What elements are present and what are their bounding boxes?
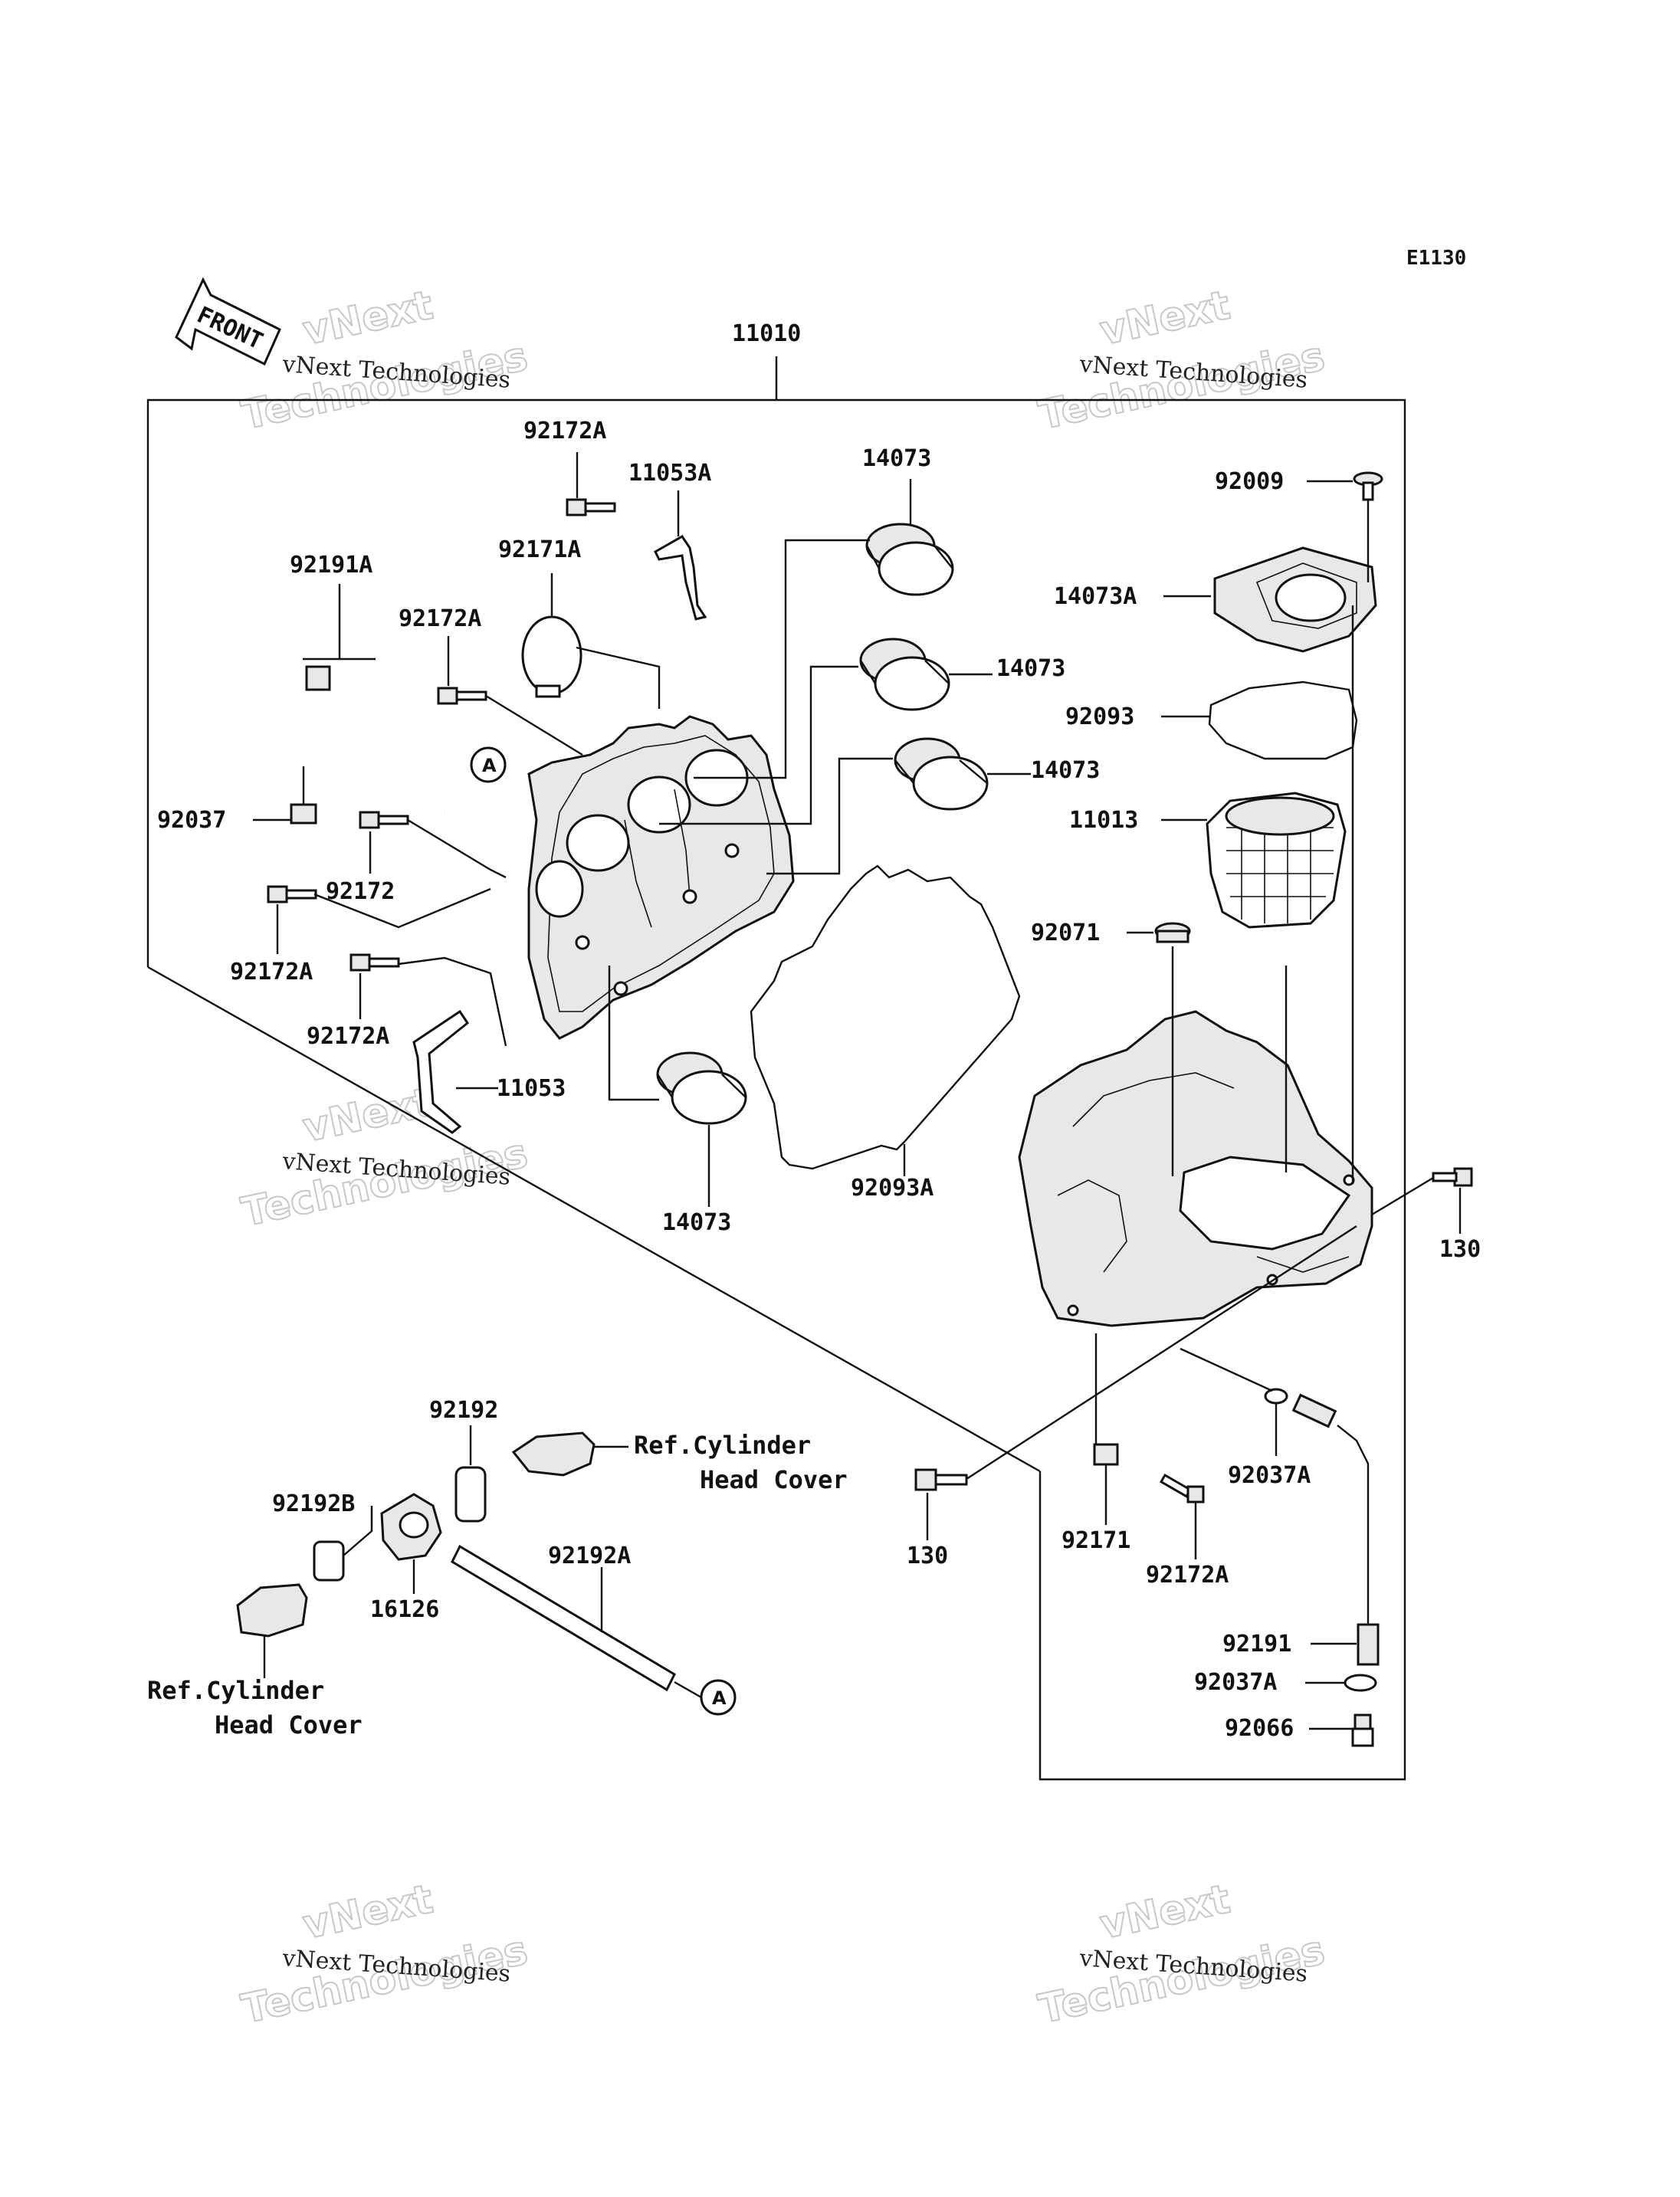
svg-text:A: A (482, 755, 497, 776)
svg-text:vNext: vNext (299, 282, 437, 354)
duct-14073-c (894, 737, 989, 811)
valve-16126 (380, 1493, 442, 1561)
svg-text:vNext: vNext (299, 1079, 437, 1151)
ref-right-line2: Head Cover (700, 1465, 848, 1494)
label-92172a-top: 92172A (523, 418, 606, 444)
label-16126: 16126 (370, 1596, 439, 1623)
label-92191: 92191 (1222, 1631, 1291, 1658)
bolt-92172 (359, 811, 409, 829)
leader-lines (253, 452, 1462, 1730)
assembly-frame (146, 356, 1406, 1781)
label-92009: 92009 (1215, 468, 1284, 495)
label-92172a-2: 92172A (399, 605, 481, 632)
bracket-11053a (654, 535, 707, 621)
filter-element-11013 (1206, 792, 1347, 929)
label-92066: 92066 (1225, 1715, 1294, 1742)
label-14073-top: 14073 (862, 445, 931, 472)
air-box-housing (1018, 1010, 1373, 1327)
label-92191a: 92191A (290, 552, 372, 579)
label-92093a: 92093A (851, 1175, 934, 1202)
ref-left-line1: Ref.Cylinder (147, 1676, 324, 1705)
svg-text:vNext: vNext (299, 1876, 437, 1948)
watermark-bottom-right: vNext Technologies vNext Technologies (1034, 1875, 1329, 2033)
hose-92192b (313, 1540, 345, 1582)
label-92037a-1: 92037A (1228, 1462, 1311, 1489)
label-92171: 92171 (1061, 1527, 1130, 1554)
bolt-92172a-3 (267, 885, 317, 903)
svg-text:vNext: vNext (1096, 1876, 1234, 1948)
clip-92037 (290, 803, 317, 825)
label-11010: 11010 (732, 320, 801, 347)
label-14073-4: 14073 (662, 1209, 731, 1236)
bolt-92172a-5 (1159, 1473, 1205, 1503)
label-92037a-2: 92037A (1194, 1669, 1277, 1696)
air-cleaner-cover (527, 715, 795, 1040)
clip-92037a-2 (1344, 1674, 1377, 1692)
label-11013: 11013 (1069, 807, 1138, 834)
bolt-130-bottom (914, 1468, 968, 1491)
label-92172a-4: 92172A (307, 1023, 389, 1050)
bolt-92172a-4 (349, 953, 400, 972)
grommet-92071 (1154, 922, 1191, 943)
cover-gasket (750, 864, 1021, 1170)
clamp-92171 (1093, 1443, 1119, 1466)
ref-part-right (511, 1431, 596, 1477)
label-14073a: 14073A (1054, 583, 1137, 610)
watermark-mid-left: vNext Technologies vNext Technologies (237, 1078, 532, 1236)
hose-92192 (454, 1466, 487, 1523)
bolt-92172a-top (566, 498, 616, 516)
ref-left-line2: Head Cover (215, 1710, 363, 1740)
hose-92192a (451, 1544, 676, 1692)
plug-92066 (1351, 1713, 1374, 1747)
label-92192a: 92192A (548, 1543, 631, 1569)
label-92192: 92192 (429, 1397, 498, 1424)
label-11053a: 11053A (628, 460, 711, 487)
ref-part-left (236, 1583, 308, 1638)
callout-a-bottom: A (700, 1679, 737, 1716)
label-92172: 92172 (326, 878, 395, 905)
gasket-92093 (1208, 680, 1358, 760)
callout-a-top: A (470, 746, 507, 783)
label-14073-2: 14073 (996, 655, 1065, 682)
label-130-right: 130 (1439, 1236, 1481, 1263)
diagram-code: E1130 (1406, 247, 1466, 270)
label-92172a-5: 92172A (1146, 1562, 1229, 1589)
label-92071: 92071 (1031, 920, 1100, 946)
label-92172a-3: 92172A (230, 959, 313, 985)
front-arrow-icon: FRONT (175, 277, 281, 366)
clip-92037a-1 (1264, 1388, 1288, 1405)
label-14073-3: 14073 (1031, 757, 1100, 784)
duct-14073-b (859, 638, 950, 711)
hose-92191a (281, 665, 448, 818)
label-11053: 11053 (497, 1075, 566, 1102)
watermark-top-right: vNext Technologies vNext Technologies (1034, 281, 1329, 439)
watermark-bottom-left: vNext Technologies vNext Technologies (237, 1875, 532, 2033)
clamp-92171a (521, 615, 582, 698)
duct-14073-d (656, 1051, 747, 1125)
watermark-top-left: vNext Technologies vNext Technologies (237, 281, 532, 439)
duct-14073-a (865, 523, 954, 596)
drain-tube-92191 (1291, 1393, 1380, 1666)
svg-text:vNext: vNext (1096, 282, 1234, 354)
label-92037: 92037 (157, 807, 226, 834)
bolt-92172a-2 (437, 687, 487, 705)
label-92093: 92093 (1065, 703, 1134, 730)
bracket-11053 (412, 1009, 470, 1134)
element-cover-14073a (1213, 546, 1377, 653)
ref-right-line1: Ref.Cylinder (634, 1431, 811, 1460)
label-130-bottom: 130 (907, 1543, 948, 1569)
screw-92009 (1353, 471, 1383, 501)
svg-text:A: A (712, 1687, 727, 1709)
label-92192b: 92192B (272, 1490, 355, 1517)
bolt-130-right (1432, 1167, 1473, 1187)
label-92171a: 92171A (498, 536, 581, 563)
